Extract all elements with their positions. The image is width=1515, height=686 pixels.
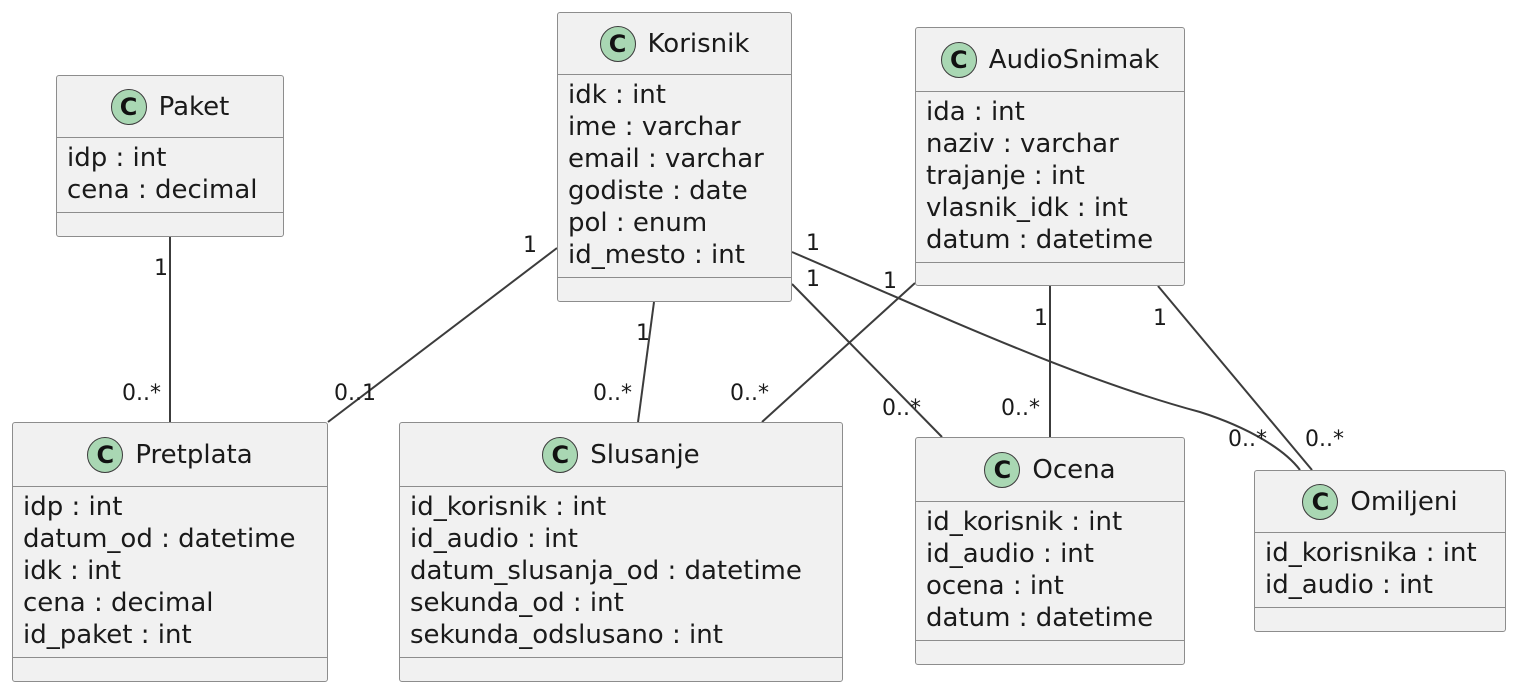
class-c-icon: C — [87, 436, 124, 473]
attribute: id_audio : int — [926, 539, 1094, 569]
attribute: id_audio : int — [410, 524, 578, 554]
class-name: Ocena — [1032, 454, 1116, 485]
mult-audiosnimak-slusanje-to: 0..* — [730, 381, 769, 406]
relation-audiosnimak-slusanje — [761, 282, 916, 423]
class-omiljeni[interactable]: C Omiljeni id_korisnika : int id_audio :… — [1254, 470, 1506, 632]
attribute: trajanje : int — [926, 161, 1085, 191]
mult-korisnik-ocena-to: 0..* — [882, 396, 921, 421]
class-header: C Slusanje — [400, 423, 842, 487]
attribute: ocena : int — [926, 571, 1064, 601]
attribute: datum : datetime — [926, 225, 1154, 255]
relation-audiosnimak-omiljeni — [1157, 285, 1313, 471]
attribute: id_korisnik : int — [410, 492, 607, 522]
class-name: Slusanje — [590, 439, 700, 470]
attribute-list: idp : int cena : decimal — [57, 138, 283, 213]
class-c-icon: C — [599, 25, 636, 62]
attribute: datum_slusanja_od : datetime — [410, 556, 802, 586]
class-name: Korisnik — [647, 28, 750, 59]
attribute: ime : varchar — [568, 112, 741, 142]
mult-korisnik-slusanje-to: 0..* — [593, 381, 632, 406]
relation-korisnik-pretplata — [327, 247, 558, 423]
attribute: cena : decimal — [23, 588, 214, 618]
mult-korisnik-ocena-from: 1 — [806, 267, 820, 292]
class-c-icon: C — [940, 41, 977, 78]
mult-korisnik-pretplata-to: 0..1 — [334, 381, 376, 406]
class-name: Pretplata — [135, 439, 253, 470]
class-ocena[interactable]: C Ocena id_korisnik : int id_audio : int… — [915, 437, 1185, 665]
mult-audiosnimak-ocena-to: 0..* — [1001, 396, 1040, 421]
attribute: naziv : varchar — [926, 129, 1119, 159]
class-header: C Ocena — [916, 438, 1184, 502]
relation-korisnik-ocena — [791, 283, 943, 438]
class-korisnik[interactable]: C Korisnik idk : int ime : varchar email… — [557, 12, 792, 302]
attribute: ida : int — [926, 97, 1025, 127]
mult-korisnik-omiljeni-to: 0..* — [1228, 427, 1267, 452]
attribute: idk : int — [23, 556, 121, 586]
attribute: id_korisnika : int — [1265, 538, 1477, 568]
class-slusanje[interactable]: C Slusanje id_korisnik : int id_audio : … — [399, 422, 843, 682]
class-c-icon: C — [984, 451, 1021, 488]
attribute-list: idp : int datum_od : datetime idk : int … — [13, 487, 327, 658]
attribute-list: id_korisnik : int id_audio : int ocena :… — [916, 502, 1184, 641]
class-header: C AudioSnimak — [916, 28, 1184, 92]
class-audiosnimak[interactable]: C AudioSnimak ida : int naziv : varchar … — [915, 27, 1185, 286]
mult-paket-pretplata-to: 0..* — [122, 381, 161, 406]
class-c-icon: C — [542, 436, 579, 473]
mult-korisnik-slusanje-from: 1 — [636, 321, 650, 346]
attribute: id_korisnik : int — [926, 507, 1123, 537]
class-name: Paket — [158, 91, 230, 122]
attribute: cena : decimal — [67, 175, 258, 205]
attribute: idk : int — [568, 80, 666, 110]
relation-korisnik-slusanje — [637, 301, 655, 423]
mult-audiosnimak-omiljeni-to: 0..* — [1305, 427, 1344, 452]
attribute-list: ida : int naziv : varchar trajanje : int… — [916, 92, 1184, 263]
class-header: C Pretplata — [13, 423, 327, 487]
attribute-list: idk : int ime : varchar email : varchar … — [558, 75, 791, 278]
class-name: AudioSnimak — [988, 44, 1160, 75]
attribute: idp : int — [23, 492, 123, 522]
attribute: datum : datetime — [926, 603, 1154, 633]
attribute: pol : enum — [568, 208, 708, 238]
attribute: datum_od : datetime — [23, 524, 296, 554]
attribute: idp : int — [67, 143, 167, 173]
class-header: C Paket — [57, 76, 283, 138]
class-pretplata[interactable]: C Pretplata idp : int datum_od : datetim… — [12, 422, 328, 682]
attribute: id_mesto : int — [568, 240, 745, 270]
class-c-icon: C — [1302, 483, 1339, 520]
class-name: Omiljeni — [1350, 486, 1458, 517]
class-header: C Korisnik — [558, 13, 791, 75]
relation-korisnik-omiljeni — [791, 251, 1301, 471]
attribute: godiste : date — [568, 176, 748, 206]
class-paket[interactable]: C Paket idp : int cena : decimal — [56, 75, 284, 237]
attribute-list: id_korisnik : int id_audio : int datum_s… — [400, 487, 842, 658]
attribute: sekunda_odslusano : int — [410, 620, 723, 650]
attribute: email : varchar — [568, 144, 764, 174]
mult-korisnik-pretplata-from: 1 — [523, 233, 537, 258]
attribute: sekunda_od : int — [410, 588, 624, 618]
mult-audiosnimak-omiljeni-from: 1 — [1153, 306, 1167, 331]
attribute: id_paket : int — [23, 620, 192, 650]
attribute-list: id_korisnika : int id_audio : int — [1255, 533, 1505, 608]
attribute: vlasnik_idk : int — [926, 193, 1128, 223]
attribute: id_audio : int — [1265, 570, 1433, 600]
class-c-icon: C — [110, 88, 147, 125]
mult-audiosnimak-slusanje-from: 1 — [883, 269, 897, 294]
mult-audiosnimak-ocena-from: 1 — [1034, 306, 1048, 331]
mult-paket-pretplata-from: 1 — [154, 256, 168, 281]
mult-korisnik-omiljeni-from: 1 — [806, 231, 820, 256]
class-header: C Omiljeni — [1255, 471, 1505, 533]
